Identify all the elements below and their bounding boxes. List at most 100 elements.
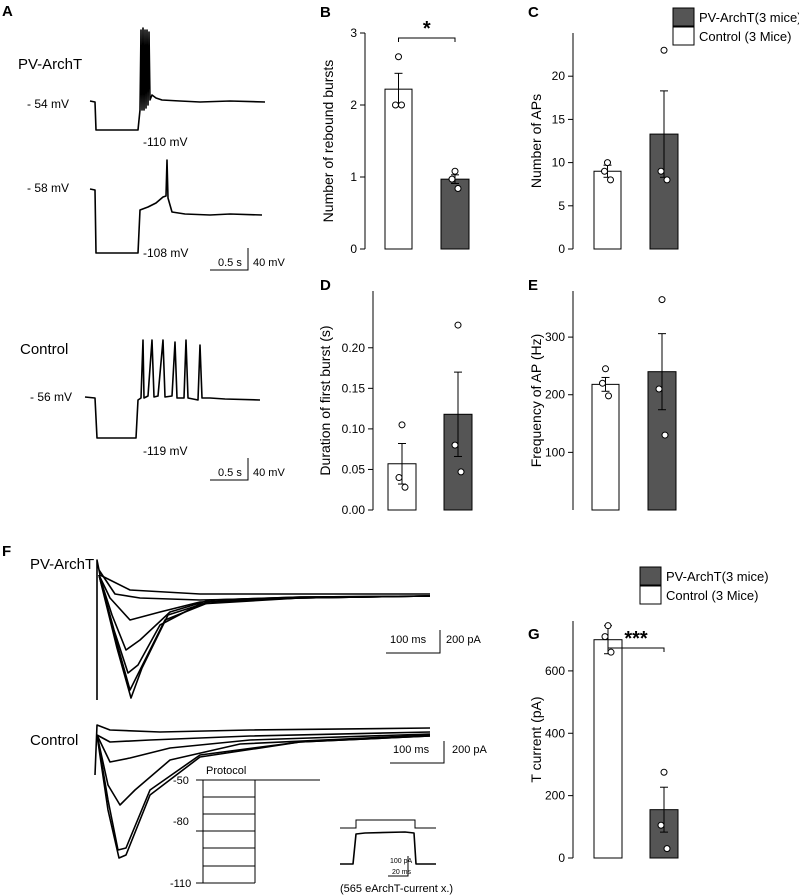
y-tick-label-d: 0.00 (342, 503, 366, 517)
light-inset: 100 pA 20 ms (565 eArchT-current x.) (340, 819, 453, 895)
legend-g: PV-ArchT(3 mice) Control (3 Mice) (639, 566, 769, 605)
legend-top: PV-ArchT(3 mice) Control (3 Mice) (672, 7, 799, 46)
trace2-rest-label: - 58 mV (27, 181, 69, 195)
y-tick-label-b: 0 (350, 242, 357, 256)
data-point-pv-b (454, 185, 462, 193)
legend-pv-swatch (672, 7, 695, 27)
ctrl-trace-4 (96, 734, 431, 806)
inset-caption: (565 eArchT-current x.) (340, 883, 453, 895)
y-tick-label-g: 400 (545, 726, 565, 740)
legend-control-label: Control (3 Mice) (699, 29, 791, 44)
y-axis-label-c: Number of APs (528, 94, 544, 188)
y-tick-label-d: 0.15 (342, 381, 366, 395)
data-point-control-d (398, 421, 406, 429)
trace2-voltage (89, 159, 263, 254)
y-tick-label-e: 100 (545, 445, 565, 459)
y-tick-label-e: 300 (545, 330, 565, 344)
panel-a-scale-volt-1: 40 mV (253, 257, 285, 269)
data-point-control-b (392, 101, 399, 109)
pv-trace-1 (96, 559, 430, 700)
data-point-control-b (395, 53, 402, 61)
panel-a-scalebar-2 (210, 458, 249, 481)
y-axis-label-d: Duration of first burst (s) (317, 325, 333, 475)
data-point-control-e (605, 392, 612, 400)
legend-control-swatch (672, 26, 695, 46)
panel-f-scale-current-2: 200 pA (452, 744, 488, 756)
y-axis-label-b: Number of rebound bursts (320, 60, 336, 223)
y-axis-label-g: T current (pA) (528, 696, 544, 782)
protocol-level-bottom: -110 (170, 878, 191, 890)
panel-a-scale-time-1: 0.5 s (218, 257, 242, 269)
inset-current-trace (340, 831, 436, 865)
y-tick-label-c: 10 (552, 156, 566, 170)
significance-bracket-g (607, 647, 665, 652)
pv-current-traces (96, 559, 431, 700)
data-point-control-c (607, 176, 614, 184)
legend-pv-label: PV-ArchT(3 mice) (699, 10, 799, 25)
data-point-pv-b (448, 175, 456, 183)
panel-f-letter: F (2, 543, 11, 560)
y-tick-label-g: 600 (545, 664, 565, 678)
panel-f-scalebar-1 (386, 630, 441, 654)
pv-trace-7 (98, 574, 431, 699)
y-tick-label-d: 0.20 (342, 341, 366, 355)
data-point-pv-g (660, 768, 668, 776)
panel-a-control-label: Control (20, 341, 68, 358)
significance-marker-b: * (423, 18, 431, 40)
panel-a-scalebar-1 (210, 248, 249, 271)
protocol-title: Protocol (206, 765, 246, 777)
panel-c-letter: C (528, 4, 539, 21)
y-tick-label-c: 0 (558, 242, 565, 256)
y-tick-label-d: 0.05 (342, 462, 366, 476)
data-point-pv-b (451, 167, 459, 175)
panel-f-scale-time-2: 100 ms (393, 744, 430, 756)
legend-g-control-label: Control (3 Mice) (666, 588, 758, 603)
data-point-pv-e (655, 385, 663, 393)
inset-scale-current: 100 pA (390, 858, 413, 865)
panel-a: A PV-ArchT - 54 mV -110 mV - 58 mV -108 … (2, 3, 285, 481)
panel-f-scale-current-1: 200 pA (446, 634, 482, 646)
panel-f: F PV-ArchT 100 ms 200 pA Control 100 ms … (2, 543, 488, 895)
trace3-rest-label: - 56 mV (30, 390, 72, 404)
data-point-control-b (398, 101, 405, 109)
y-tick-label-c: 20 (552, 69, 566, 83)
control-current-traces (94, 724, 431, 859)
y-tick-label-e: 200 (545, 388, 565, 402)
ctrl-trace-3 (96, 733, 431, 763)
data-point-pv-g (657, 821, 665, 829)
panel-f-scalebar-2 (390, 741, 445, 764)
bar-control-e (591, 383, 620, 511)
trace3-voltage (84, 339, 261, 439)
panel-f-control-label: Control (30, 732, 78, 749)
legend-g-pv-swatch (639, 566, 662, 586)
data-point-control-e (602, 365, 609, 373)
inset-light-pulse (340, 819, 436, 829)
data-point-control-g (601, 633, 609, 641)
y-axis-label-e: Frequency of AP (Hz) (528, 334, 544, 468)
panel-a-scale-time-2: 0.5 s (218, 467, 242, 479)
data-point-pv-c (663, 176, 671, 184)
data-point-pv-e (658, 296, 666, 304)
pv-trace-2 (98, 569, 431, 601)
data-point-pv-e (661, 431, 669, 439)
ctrl-trace-1 (94, 724, 431, 776)
y-tick-label-b: 3 (350, 26, 357, 40)
data-point-control-e (599, 379, 606, 387)
legend-g-control-swatch (639, 585, 662, 605)
significance-marker-g: *** (624, 628, 648, 650)
bar-control-c (593, 170, 622, 250)
y-tick-label-b: 1 (350, 170, 357, 184)
data-point-pv-d (457, 468, 465, 476)
protocol-diagram: Protocol -50 -80 -110 (170, 765, 320, 890)
panel-d-letter: D (320, 277, 331, 294)
data-point-control-c (601, 167, 608, 175)
inset-scale-time: 20 ms (392, 869, 412, 876)
y-tick-label-c: 5 (558, 199, 565, 213)
panel-e-letter: E (528, 277, 538, 294)
